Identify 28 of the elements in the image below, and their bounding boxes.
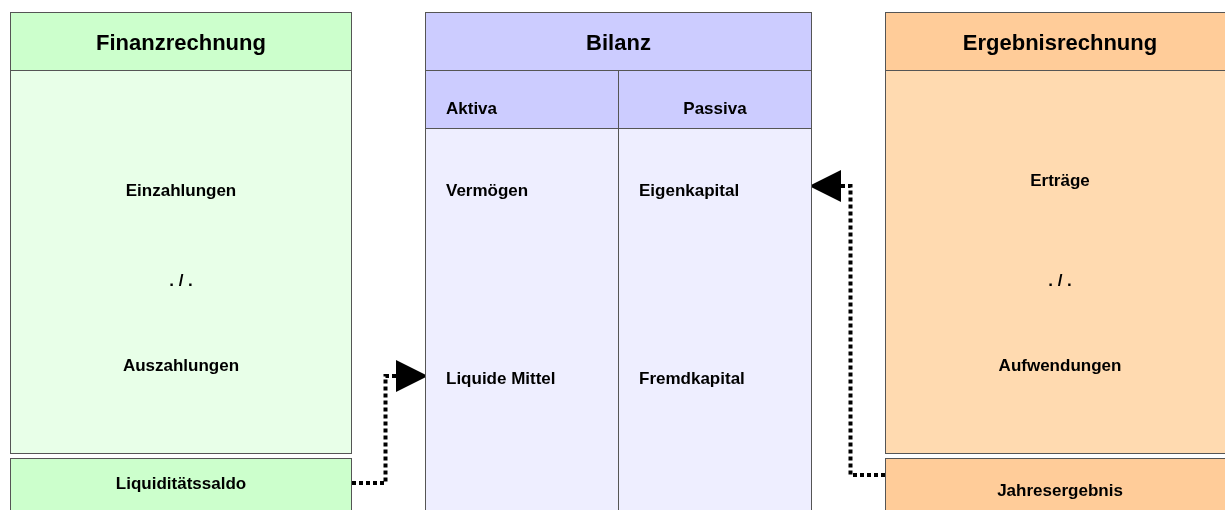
label: Fremdkapital bbox=[639, 369, 745, 389]
header-panel bbox=[10, 12, 352, 71]
label: Finanzrechnung bbox=[95, 30, 267, 56]
header-panel bbox=[885, 12, 1225, 71]
label: . / . bbox=[168, 271, 194, 291]
result-panel bbox=[10, 458, 352, 510]
column-header bbox=[425, 70, 619, 129]
label: Ergebnisrechnung bbox=[961, 30, 1159, 56]
column-header bbox=[618, 70, 812, 129]
label: Aufwendungen bbox=[997, 356, 1123, 376]
column-panel bbox=[618, 128, 812, 510]
body-panel bbox=[10, 70, 352, 454]
header-panel bbox=[425, 12, 812, 71]
label: Einzahlungen bbox=[124, 181, 238, 201]
label: Liquide Mittel bbox=[446, 369, 556, 389]
column-panel bbox=[425, 128, 619, 510]
label: Vermögen bbox=[446, 181, 529, 201]
label: Jahresergebnis bbox=[996, 481, 1124, 501]
label: . / . bbox=[1047, 271, 1073, 291]
label: Erträge bbox=[1029, 171, 1091, 191]
label: Bilanz bbox=[585, 30, 652, 56]
label: Passiva bbox=[682, 99, 748, 119]
result-panel bbox=[885, 458, 1225, 510]
label: Liquiditätssaldo bbox=[114, 474, 248, 494]
label: Auszahlungen bbox=[121, 356, 241, 376]
label: Eigenkapital bbox=[639, 181, 740, 201]
body-panel bbox=[885, 70, 1225, 454]
label: Aktiva bbox=[446, 99, 498, 119]
